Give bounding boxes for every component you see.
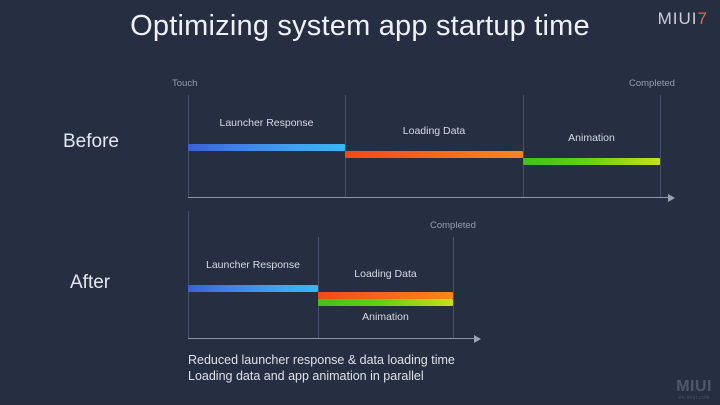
caption-line-1: Reduced launcher response & data loading… [188, 353, 455, 367]
page-title: Optimizing system app startup time [130, 10, 590, 42]
gridline-after-1 [188, 211, 189, 338]
watermark-url: en.miui.com [678, 395, 710, 401]
segment-label-launcher-response-before: Launcher Response [219, 117, 314, 129]
miui-brand-logo: MIUI7 [658, 10, 708, 27]
watermark-name: MIUI [676, 378, 712, 395]
segment-label-loading-data-after: Loading Data [354, 268, 417, 280]
miui-watermark: MIUI en.miui.com [676, 379, 712, 401]
gridline-after-3 [453, 237, 454, 338]
axis-arrow-after-icon [474, 335, 481, 343]
row-label-after: After [70, 272, 111, 293]
tick-label-completed-after: Completed [430, 220, 476, 231]
bar-launcher-response-before [188, 144, 345, 151]
gridline-after-2 [318, 237, 319, 338]
brand-version: 7 [697, 9, 708, 28]
bar-animation-before [523, 158, 660, 165]
segment-label-launcher-response-after: Launcher Response [206, 259, 300, 271]
tick-label-touch: Touch [172, 78, 198, 89]
bar-loading-data-before [345, 151, 523, 158]
caption-block: Reduced launcher response & data loading… [188, 352, 455, 384]
gridline-before-4 [660, 95, 661, 197]
axis-before [188, 197, 670, 198]
tick-label-completed-before: Completed [629, 78, 675, 89]
segment-label-loading-data-before: Loading Data [402, 125, 466, 137]
bar-animation-after [318, 299, 453, 306]
axis-after [188, 338, 476, 339]
gridline-before-3 [523, 95, 524, 197]
gridline-before-2 [345, 95, 346, 197]
caption-line-2: Loading data and app animation in parall… [188, 369, 424, 383]
row-label-before: Before [63, 131, 119, 152]
segment-label-animation-after: Animation [362, 311, 409, 323]
segment-label-animation-before: Animation [568, 132, 615, 144]
bar-launcher-response-after [188, 285, 318, 292]
axis-arrow-before-icon [668, 194, 675, 202]
bar-loading-data-after [318, 292, 453, 299]
brand-name: MIUI [657, 9, 698, 28]
